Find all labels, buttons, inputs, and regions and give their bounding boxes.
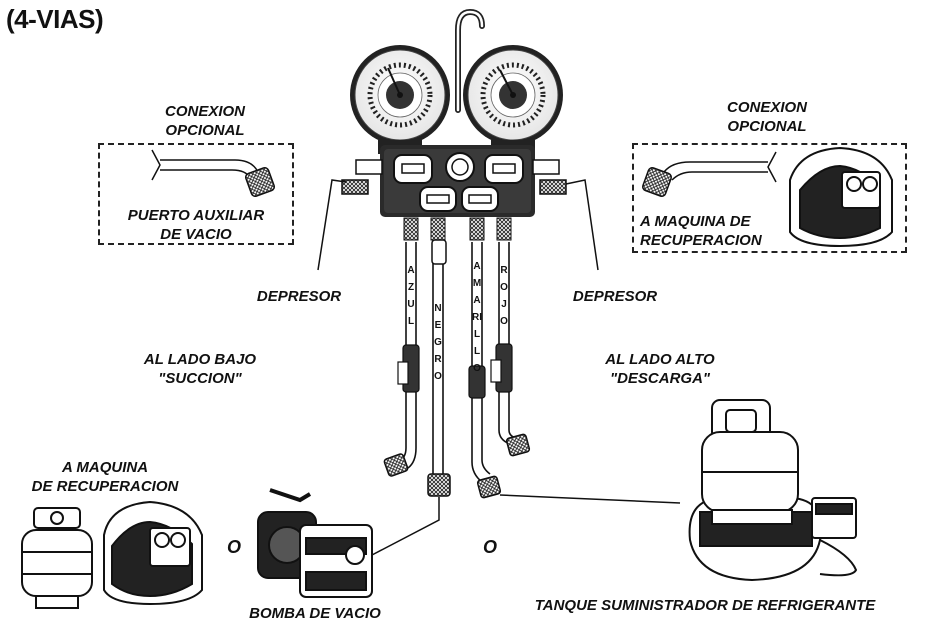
vacuum-pump-label: BOMBA DE VACIO xyxy=(240,604,390,623)
depressor-label-left: DEPRESOR xyxy=(244,287,354,306)
refrigerant-cylinder-icon xyxy=(22,508,92,608)
refrigerant-tank-label: TANQUE SUMINISTRADOR DE REFRIGERANTE xyxy=(480,596,930,615)
page-title: (4-VIAS) xyxy=(6,4,103,35)
high-pressure-gauge-icon xyxy=(463,45,563,154)
high-side-label: AL LADO ALTO"DESCARGA" xyxy=(590,350,730,388)
low-side-label: AL LADO BAJO"SUCCION" xyxy=(130,350,270,388)
depressor-label-right: DEPRESOR xyxy=(560,287,670,306)
manifold-body-icon xyxy=(342,145,566,217)
hose-label-red: ROJO xyxy=(498,262,510,330)
low-pressure-gauge-icon xyxy=(350,45,450,154)
ball-valve-icon xyxy=(398,344,512,398)
or-label-left: O xyxy=(222,538,246,557)
hose-label-yellow: AMARILLO xyxy=(471,258,483,377)
recovery-machine-left-icon xyxy=(104,502,202,604)
hose-label-blue: AZUL xyxy=(405,262,417,330)
refrigerant-tank-on-scale-icon xyxy=(690,400,856,580)
vacuum-pump-icon xyxy=(258,490,372,597)
or-label-right: O xyxy=(478,538,502,557)
hose-label-black: NEGRO xyxy=(432,300,444,385)
